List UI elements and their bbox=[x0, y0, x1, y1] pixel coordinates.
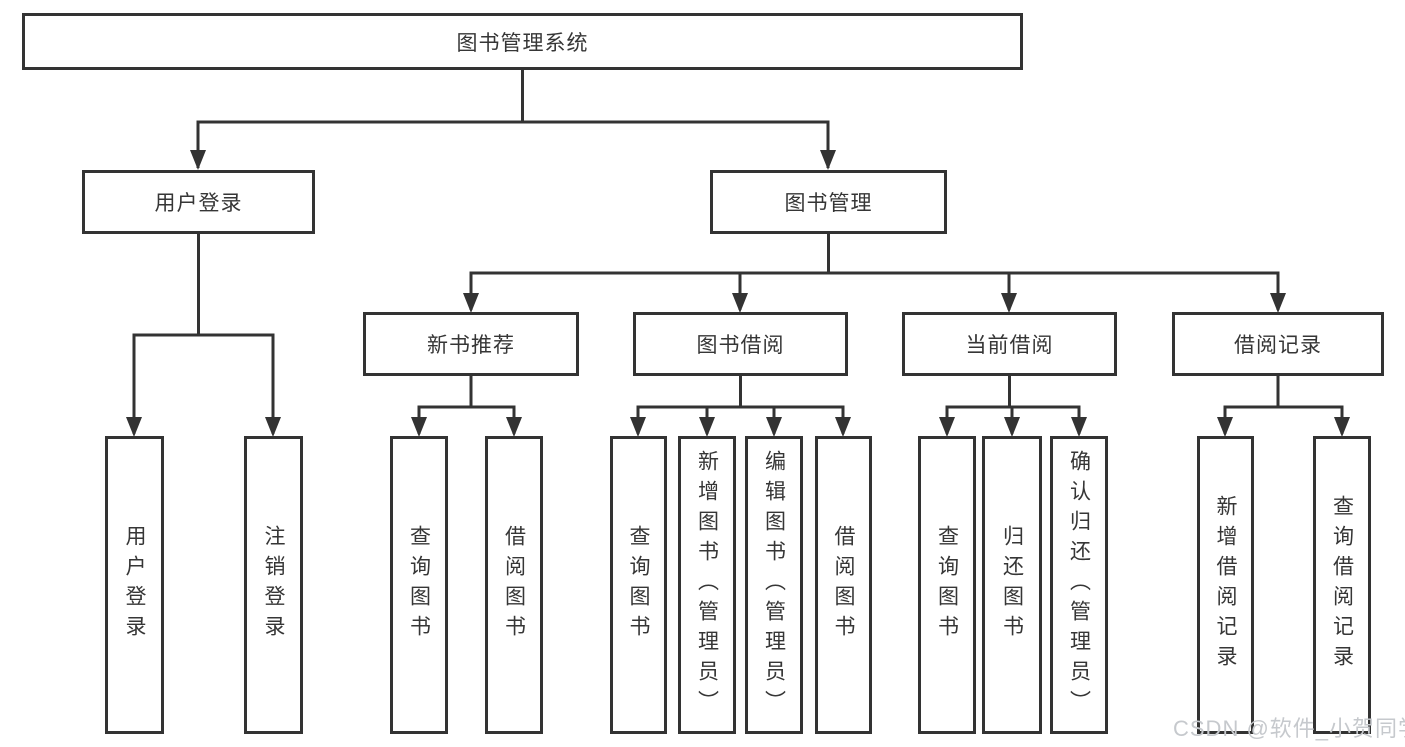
leaf-borrow-books-recommend: 借阅图书 bbox=[485, 436, 543, 734]
leaf-edit-books-admin: 编辑图书（管理员） bbox=[745, 436, 803, 734]
leaf-confirm-return-admin-label: 确认归还（管理员） bbox=[1067, 450, 1091, 720]
arrowhead bbox=[411, 417, 427, 437]
connector-user-login-split bbox=[132, 333, 275, 434]
arrowhead bbox=[630, 417, 646, 437]
arrowhead bbox=[820, 150, 836, 170]
leaf-borrow-books-recommend-label: 借阅图书 bbox=[502, 525, 526, 645]
csdn-watermark: CSDN @软件_小贺同学 bbox=[1173, 716, 1405, 741]
arrowhead bbox=[1001, 293, 1017, 313]
leaf-return-books: 归还图书 bbox=[982, 436, 1042, 734]
leaf-query-borrow-record-label: 查询借阅记录 bbox=[1330, 495, 1354, 675]
leaf-borrow-books-label: 借阅图书 bbox=[832, 525, 855, 645]
connector-current-split bbox=[945, 405, 1081, 434]
connector-root-split bbox=[196, 120, 830, 168]
arrowhead bbox=[1071, 417, 1087, 437]
node-new-book-recommend-label: 新书推荐 bbox=[427, 334, 515, 357]
arrowhead bbox=[190, 150, 206, 170]
arrowhead bbox=[732, 293, 748, 313]
arrowhead bbox=[1217, 417, 1233, 437]
leaf-add-borrow-record-label: 新增借阅记录 bbox=[1214, 495, 1237, 675]
leaf-query-books-recommend-label: 查询图书 bbox=[407, 525, 431, 645]
connector-recommend-split bbox=[417, 405, 516, 434]
node-root-label: 图书管理系统 bbox=[456, 31, 589, 55]
arrowhead bbox=[463, 293, 479, 313]
node-user-login: 用户登录 bbox=[82, 170, 315, 234]
node-root: 图书管理系统 bbox=[22, 13, 1023, 70]
leaf-borrow-books: 借阅图书 bbox=[815, 436, 872, 734]
leaf-user-login: 用户登录 bbox=[105, 436, 164, 734]
node-book-borrow: 图书借阅 bbox=[633, 312, 848, 376]
leaf-logout: 注销登录 bbox=[244, 436, 303, 734]
node-book-borrow-label: 图书借阅 bbox=[696, 334, 785, 357]
leaf-user-login-label: 用户登录 bbox=[123, 525, 146, 645]
leaf-add-books-admin: 新增图书（管理员） bbox=[678, 436, 736, 734]
node-user-login-label: 用户登录 bbox=[154, 192, 243, 215]
arrowhead bbox=[506, 417, 522, 437]
arrowhead bbox=[699, 417, 715, 437]
connector-book-mgmt-split bbox=[469, 271, 1280, 310]
leaf-logout-label: 注销登录 bbox=[262, 525, 285, 645]
leaf-query-borrow-record: 查询借阅记录 bbox=[1313, 436, 1371, 734]
arrowhead bbox=[126, 417, 142, 437]
node-current-borrow-label: 当前借阅 bbox=[965, 334, 1054, 357]
leaf-query-books-current-label: 查询图书 bbox=[935, 525, 959, 645]
arrowhead bbox=[1004, 417, 1020, 437]
leaf-query-books-borrow: 查询图书 bbox=[610, 436, 667, 734]
node-book-management-label: 图书管理 bbox=[784, 192, 873, 215]
arrowhead bbox=[1270, 293, 1286, 313]
arrowhead bbox=[1334, 417, 1350, 437]
node-book-management: 图书管理 bbox=[710, 170, 947, 234]
leaf-add-borrow-record: 新增借阅记录 bbox=[1197, 436, 1254, 734]
leaf-query-books-recommend: 查询图书 bbox=[390, 436, 448, 734]
node-current-borrow: 当前借阅 bbox=[902, 312, 1117, 376]
arrowhead bbox=[835, 417, 851, 437]
arrowhead bbox=[766, 417, 782, 437]
connector-records-split bbox=[1223, 405, 1344, 434]
leaf-confirm-return-admin: 确认归还（管理员） bbox=[1050, 436, 1108, 734]
leaf-query-books-borrow-label: 查询图书 bbox=[627, 525, 650, 645]
node-borrow-records-label: 借阅记录 bbox=[1234, 334, 1322, 357]
leaf-add-books-admin-label: 新增图书（管理员） bbox=[695, 450, 719, 720]
leaf-return-books-label: 归还图书 bbox=[1000, 525, 1024, 645]
leaf-edit-books-admin-label: 编辑图书（管理员） bbox=[762, 450, 786, 720]
node-new-book-recommend: 新书推荐 bbox=[363, 312, 579, 376]
node-borrow-records: 借阅记录 bbox=[1172, 312, 1384, 376]
connector-borrow-split bbox=[636, 405, 845, 434]
arrowhead bbox=[939, 417, 955, 437]
arrowhead bbox=[265, 417, 281, 437]
leaf-query-books-current: 查询图书 bbox=[918, 436, 976, 734]
